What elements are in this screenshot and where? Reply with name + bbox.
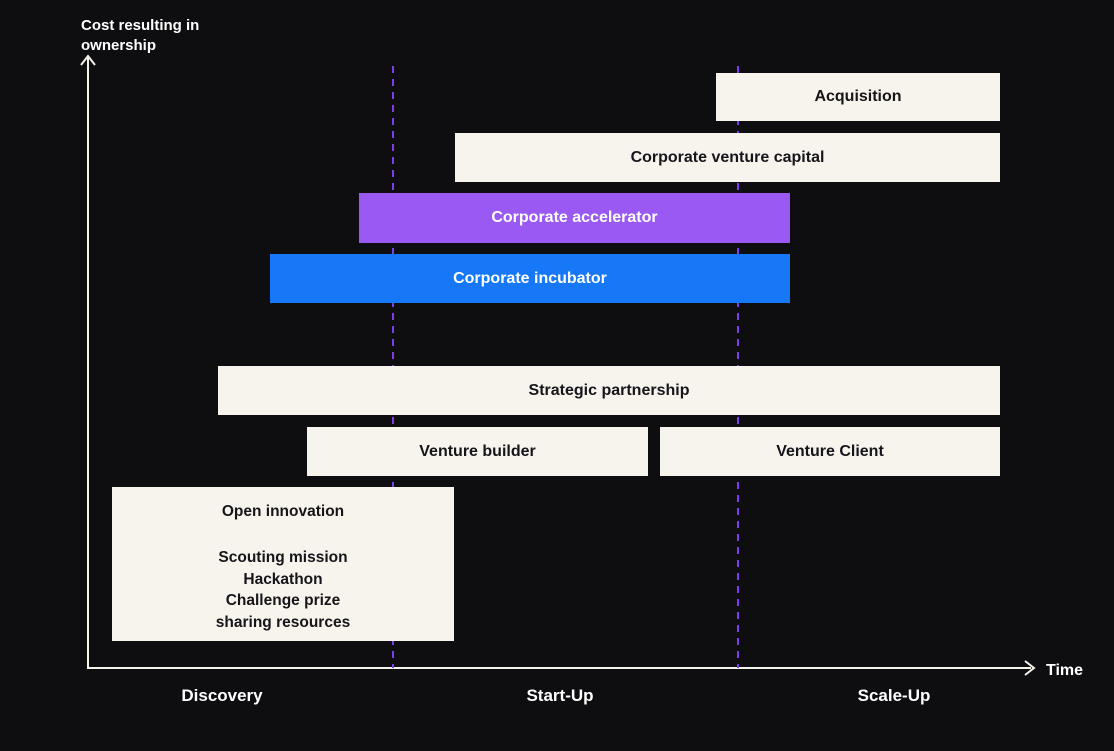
y-axis-label: Cost resulting in ownership	[81, 17, 200, 54]
bar-venture-client: Venture Client	[660, 427, 1000, 476]
open-innovation-title: Open innovation	[221, 503, 345, 520]
open-innovation-item-challenge-prize: Challenge prize	[225, 592, 341, 609]
x-tick-startup: Start-Up	[526, 686, 594, 705]
x-axis-label-time: Time	[1046, 662, 1084, 679]
x-axis-arrow-icon	[1024, 660, 1036, 676]
bar-corporate-incubator: Corporate incubator	[270, 254, 790, 303]
y-axis-arrow-icon	[80, 54, 96, 66]
open-innovation-box: Open innovation Scouting mission Hackath…	[112, 487, 454, 641]
bar-venture-builder: Venture builder	[307, 427, 648, 476]
bar-strategic-partnership: Strategic partnership	[218, 366, 1000, 415]
y-axis-line	[87, 58, 89, 669]
open-innovation-item-sharing-resources: sharing resources	[215, 613, 351, 631]
bar-corporate-venture-capital: Corporate venture capital	[455, 133, 1000, 182]
open-innovation-item-scouting-mission: Scouting mission	[218, 549, 348, 566]
bar-acquisition: Acquisition	[716, 73, 1000, 121]
x-tick-scaleup: Scale-Up	[857, 686, 931, 705]
bar-corporate-accelerator: Corporate accelerator	[359, 193, 790, 243]
open-innovation-item-hackathon: Hackathon	[243, 570, 323, 588]
x-tick-discovery: Discovery	[181, 686, 263, 705]
x-axis-line	[87, 667, 1031, 669]
